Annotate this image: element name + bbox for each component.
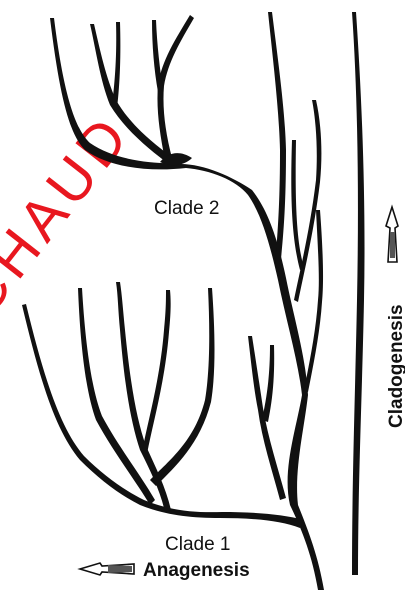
- clade1-branch-c: [142, 290, 171, 454]
- arrow-left-icon: [80, 563, 134, 575]
- clade2-center-stem: [157, 15, 194, 160]
- clade-1-label: Clade 1: [165, 534, 231, 555]
- anagenesis-label: Anagenesis: [143, 560, 250, 581]
- clade2-tip-a: [112, 22, 120, 108]
- cladogenesis-label: Cladogenesis: [386, 304, 405, 428]
- clade-2-label: Clade 2: [154, 198, 220, 219]
- watermark-text: CHAUD: [0, 102, 144, 328]
- watermark: CHAUD: [0, 102, 144, 328]
- tree-branches: [22, 12, 365, 590]
- clade1-branch-f: [262, 345, 274, 422]
- clade1-branch-a: [78, 288, 155, 505]
- arrow-up-icon: [386, 207, 398, 262]
- side-lineage-b: [294, 100, 321, 302]
- side-lineage-c: [304, 210, 323, 392]
- right-long-lineage: [352, 12, 365, 575]
- clade2-tip-b: [152, 20, 163, 92]
- side-lineage-b-tip: [291, 140, 304, 270]
